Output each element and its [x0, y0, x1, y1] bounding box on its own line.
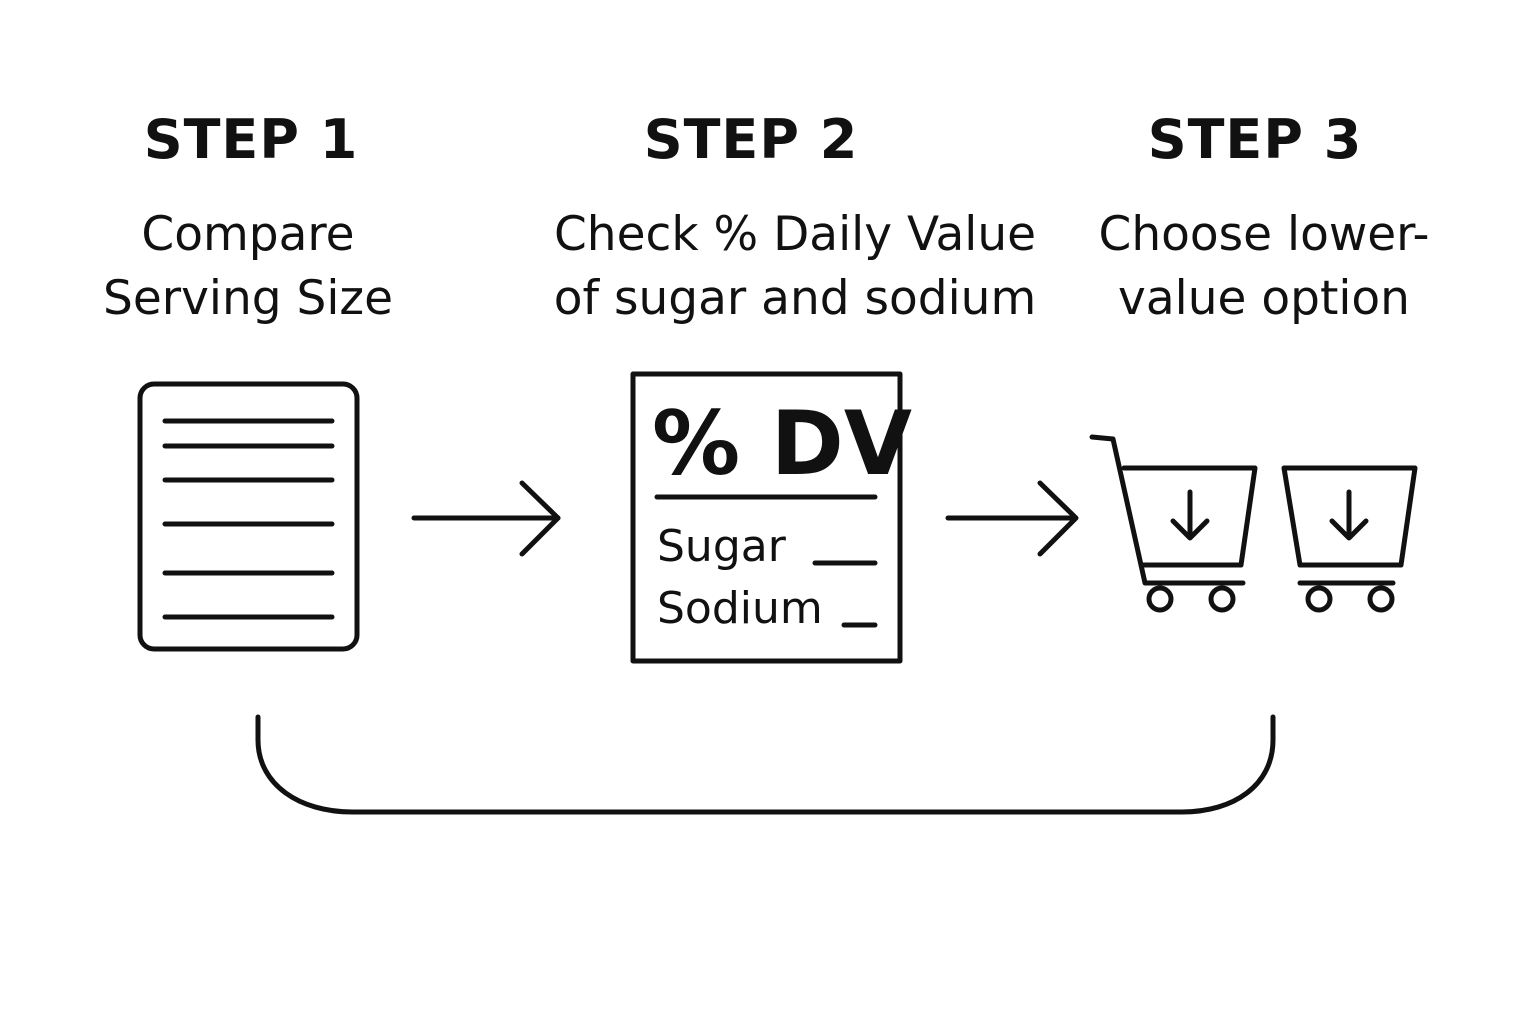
- step-2-description: Check % Daily Value of sugar and sodium: [515, 203, 1075, 331]
- nutrition-row-sodium: Sodium: [657, 583, 823, 634]
- step-2-title: STEP 2: [643, 108, 859, 171]
- step-3-title: STEP 3: [1147, 108, 1363, 171]
- document-lines-icon: [137, 381, 360, 652]
- step-1-description-line: Compare: [141, 207, 355, 262]
- step-2-description-line: of sugar and sodium: [553, 271, 1037, 326]
- step-1-title: STEP 1: [143, 108, 359, 171]
- step-3-description-line: value option: [1118, 271, 1410, 326]
- shopping-cart-icon: [1089, 434, 1258, 613]
- connecting-bracket: [255, 714, 1276, 815]
- step-2-description-line: Check % Daily Value: [553, 207, 1037, 262]
- nutrition-label-icon: [630, 371, 903, 664]
- step-3-description: Choose lower- value option: [984, 203, 1536, 331]
- arrow-right-icon: [411, 480, 561, 557]
- arrow-down-icon: [1170, 518, 1210, 541]
- percent-daily-value-heading: % DV: [652, 392, 912, 495]
- arrow-down-icon: [1329, 518, 1369, 541]
- nutrition-row-sugar: Sugar: [657, 521, 786, 572]
- step-3-description-line: Choose lower-: [1098, 207, 1430, 262]
- arrow-right-icon: [945, 480, 1079, 557]
- step-1-description-line: Serving Size: [103, 271, 393, 326]
- step-1-description: Compare Serving Size: [0, 203, 528, 331]
- shopping-cart-icon: [1281, 465, 1418, 613]
